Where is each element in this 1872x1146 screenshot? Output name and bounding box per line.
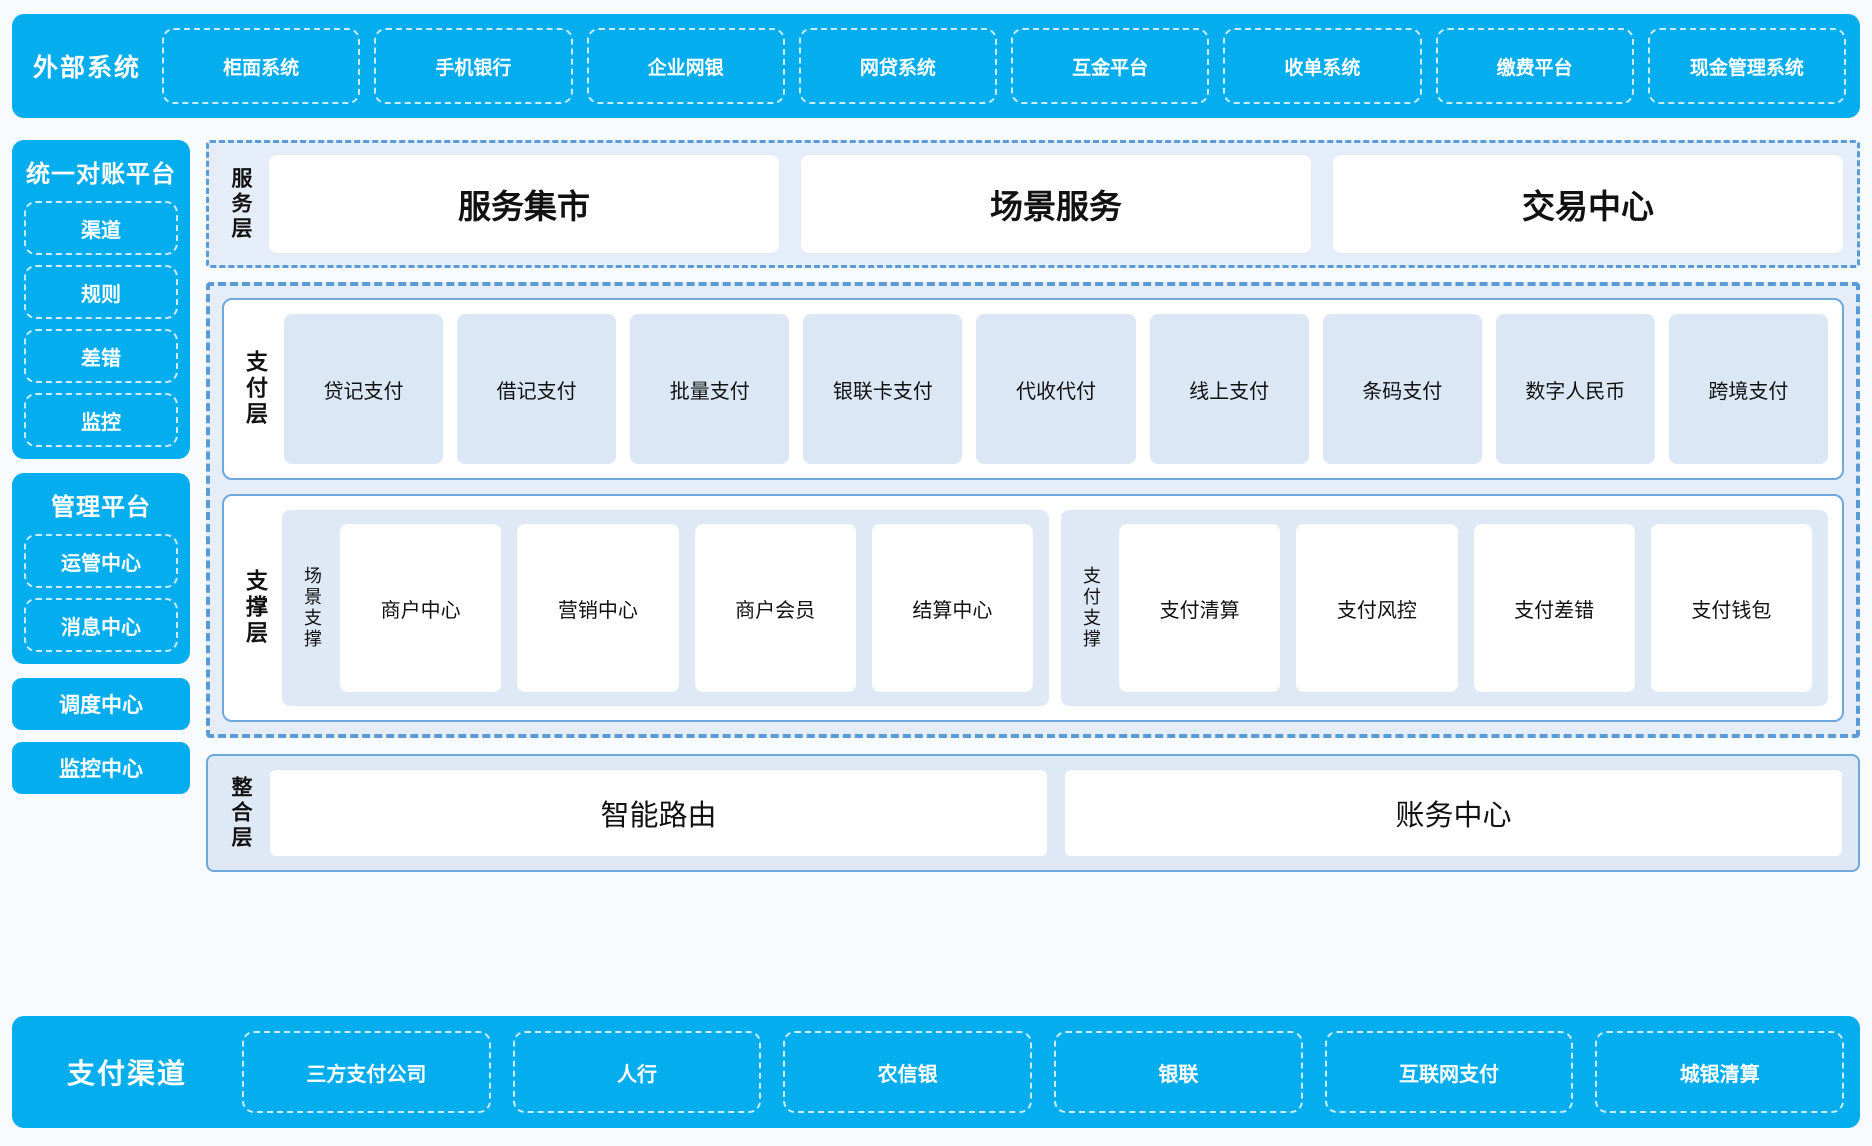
payment-support-group: 支付支撑 支付清算 支付风控 支付差错 支付钱包 xyxy=(1061,510,1828,706)
support-card-payment-wallet[interactable]: 支付钱包 xyxy=(1650,524,1812,692)
payment-layer-label: 支付层 xyxy=(243,350,268,428)
payment-layer: 支付层 贷记支付 借记支付 批量支付 银联卡支付 代收代付 线上支付 条码支付 … xyxy=(222,298,1844,480)
payment-channels-title: 支付渠道 xyxy=(66,1058,187,1089)
payment-cell-unionpay-card[interactable]: 银联卡支付 xyxy=(803,314,963,464)
monitoring-center-box[interactable]: 监控中心 xyxy=(12,742,190,794)
support-layer: 支撑层 场景支撑 商户中心 营销中心 商户会员 结算中心 支付支撑 xyxy=(222,494,1844,722)
support-card-marketing-center[interactable]: 营销中心 xyxy=(517,524,679,692)
reconciliation-platform-title: 统一对账平台 xyxy=(26,161,176,188)
payment-cell-credit[interactable]: 贷记支付 xyxy=(284,314,444,464)
external-system-item[interactable]: 柜面系统 xyxy=(162,28,361,104)
support-card-payment-clearing[interactable]: 支付清算 xyxy=(1119,524,1281,692)
external-systems-bar: 外部系统 柜面系统 手机银行 企业网银 网贷系统 互金平台 收单系统 缴费平台 … xyxy=(12,14,1860,118)
payment-channel-item[interactable]: 城银清算 xyxy=(1595,1031,1845,1113)
payment-cell-digital-rmb[interactable]: 数字人民币 xyxy=(1495,314,1655,464)
support-card-merchant-membership[interactable]: 商户会员 xyxy=(694,524,856,692)
support-layer-label: 支撑层 xyxy=(243,569,268,647)
integration-layer-label: 整合层 xyxy=(229,775,252,851)
payment-cell-cross-border[interactable]: 跨境支付 xyxy=(1668,314,1828,464)
support-layer-groups: 场景支撑 商户中心 营销中心 商户会员 结算中心 支付支撑 支付清算 支付风控 xyxy=(282,510,1828,706)
service-layer: 服务层 服务集市 场景服务 交易中心 xyxy=(206,140,1860,268)
reconciliation-item-error[interactable]: 差错 xyxy=(24,329,178,383)
payment-channel-item[interactable]: 三方支付公司 xyxy=(242,1031,491,1113)
support-card-merchant-center[interactable]: 商户中心 xyxy=(340,524,502,692)
main-layers: 服务层 服务集市 场景服务 交易中心 支付层 贷记支付 借记支付 批量支付 银联… xyxy=(206,140,1860,872)
support-card-settlement-center[interactable]: 结算中心 xyxy=(871,524,1033,692)
scenario-support-label: 场景支撑 xyxy=(302,566,322,650)
management-item-message-center[interactable]: 消息中心 xyxy=(24,598,178,652)
integration-layer: 整合层 智能路由 账务中心 xyxy=(206,754,1860,872)
management-platform-title: 管理平台 xyxy=(51,494,151,521)
integration-layer-cards: 智能路由 账务中心 xyxy=(270,770,1842,856)
payment-cell-collection-payment[interactable]: 代收代付 xyxy=(976,314,1136,464)
payment-support-label: 支付支撑 xyxy=(1081,566,1101,650)
reconciliation-item-monitor[interactable]: 监控 xyxy=(24,393,178,447)
payment-channel-item[interactable]: 人行 xyxy=(512,1031,762,1113)
external-systems-list: 柜面系统 手机银行 企业网银 网贷系统 互金平台 收单系统 缴费平台 现金管理系… xyxy=(162,28,1846,104)
service-card-transaction-center[interactable]: 交易中心 xyxy=(1333,155,1843,253)
payment-cell-online[interactable]: 线上支付 xyxy=(1149,314,1309,464)
payment-channel-item[interactable]: 互联网支付 xyxy=(1324,1031,1574,1113)
reconciliation-item-channel[interactable]: 渠道 xyxy=(24,201,178,255)
integration-card-accounting-center[interactable]: 账务中心 xyxy=(1065,770,1842,856)
payment-cell-debit[interactable]: 借记支付 xyxy=(457,314,617,464)
external-systems-title: 外部系统 xyxy=(32,54,141,82)
payment-channels-list: 三方支付公司 人行 农信银 银联 互联网支付 城银清算 xyxy=(242,1031,1845,1113)
external-system-item[interactable]: 网贷系统 xyxy=(798,28,997,104)
reconciliation-platform-panel: 统一对账平台 渠道 规则 差错 监控 xyxy=(12,140,190,459)
payment-channel-item[interactable]: 银联 xyxy=(1054,1031,1303,1113)
external-system-item[interactable]: 互金平台 xyxy=(1011,28,1210,104)
external-system-item[interactable]: 缴费平台 xyxy=(1435,28,1634,104)
support-card-payment-risk[interactable]: 支付风控 xyxy=(1296,524,1458,692)
external-system-item[interactable]: 企业网银 xyxy=(586,28,785,104)
core-layers-wrapper: 支付层 贷记支付 借记支付 批量支付 银联卡支付 代收代付 线上支付 条码支付 … xyxy=(206,282,1860,738)
external-system-item[interactable]: 现金管理系统 xyxy=(1647,28,1846,104)
support-card-payment-error[interactable]: 支付差错 xyxy=(1473,524,1635,692)
service-card-marketplace[interactable]: 服务集市 xyxy=(269,155,779,253)
payment-channel-item[interactable]: 农信银 xyxy=(783,1031,1033,1113)
integration-card-smart-routing[interactable]: 智能路由 xyxy=(270,770,1047,856)
payment-channels-bar: 支付渠道 三方支付公司 人行 农信银 银联 互联网支付 城银清算 xyxy=(12,1016,1860,1128)
payment-support-cards: 支付清算 支付风控 支付差错 支付钱包 xyxy=(1119,524,1812,692)
management-item-operations-center[interactable]: 运管中心 xyxy=(24,534,178,588)
payment-cell-batch[interactable]: 批量支付 xyxy=(630,314,790,464)
management-platform-panel: 管理平台 运管中心 消息中心 xyxy=(12,473,190,664)
left-sidebar: 统一对账平台 渠道 规则 差错 监控 管理平台 运管中心 消息中心 调度中心 监… xyxy=(12,140,190,806)
payment-cell-barcode[interactable]: 条码支付 xyxy=(1322,314,1482,464)
external-system-item[interactable]: 手机银行 xyxy=(374,28,573,104)
payment-layer-cells: 贷记支付 借记支付 批量支付 银联卡支付 代收代付 线上支付 条码支付 数字人民… xyxy=(284,314,1828,464)
service-layer-cards: 服务集市 场景服务 交易中心 xyxy=(269,155,1843,253)
scenario-support-group: 场景支撑 商户中心 营销中心 商户会员 结算中心 xyxy=(282,510,1049,706)
service-card-scenario[interactable]: 场景服务 xyxy=(801,155,1311,253)
reconciliation-item-rule[interactable]: 规则 xyxy=(24,265,178,319)
service-layer-label: 服务层 xyxy=(229,166,252,242)
scheduling-center-box[interactable]: 调度中心 xyxy=(12,678,190,730)
scenario-support-cards: 商户中心 营销中心 商户会员 结算中心 xyxy=(340,524,1033,692)
external-system-item[interactable]: 收单系统 xyxy=(1223,28,1422,104)
